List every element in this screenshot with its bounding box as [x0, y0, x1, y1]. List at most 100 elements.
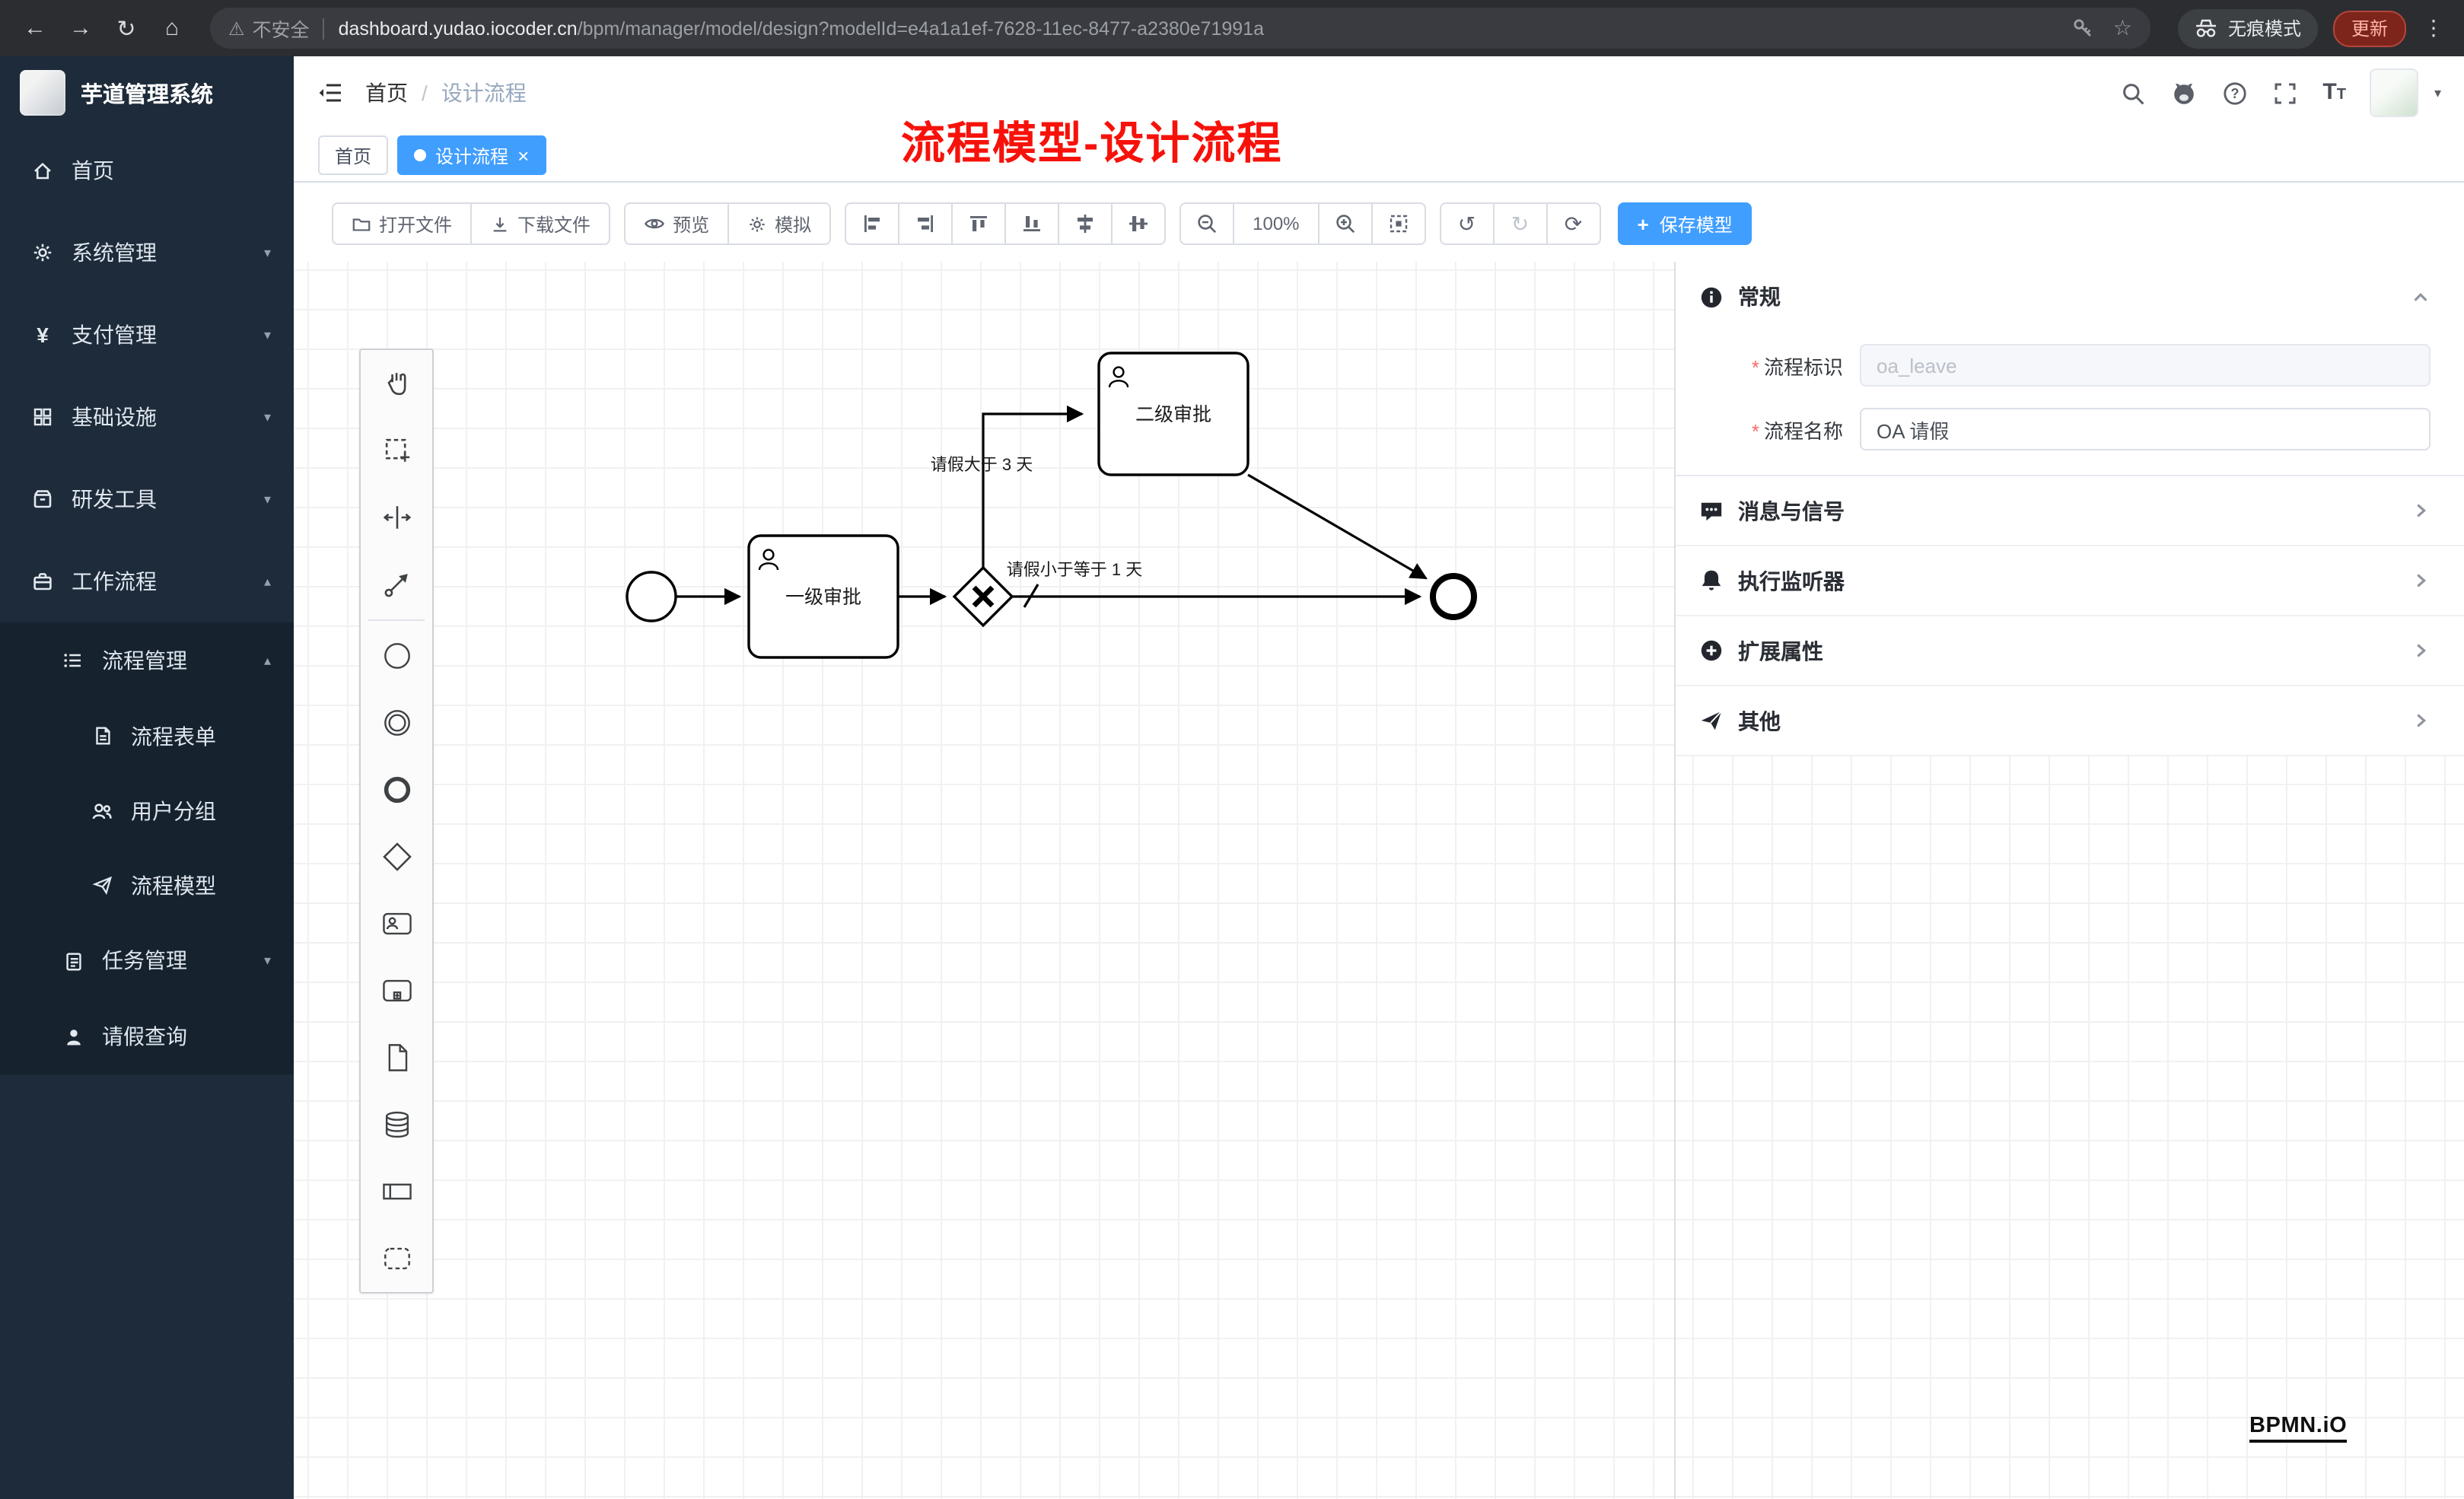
sidebar-label: 研发工具 [72, 487, 157, 511]
forward-icon[interactable]: → [69, 15, 92, 41]
bookmark-star-icon[interactable]: ☆ [2112, 15, 2132, 40]
zoom-reset-button[interactable] [1370, 202, 1426, 245]
restart-button[interactable]: ⟳ [1546, 202, 1601, 245]
sidebar-item-leave-query[interactable]: 请假查询 [0, 998, 294, 1074]
refresh-icon: ⟳ [1564, 211, 1583, 235]
hand-tool-icon[interactable] [361, 350, 432, 417]
sidebar-item-infrastructure[interactable]: 基础设施 ▾ [0, 376, 294, 458]
tab-close-icon[interactable]: × [517, 144, 530, 167]
flow-label-gt[interactable]: 请假大于 3 天 [931, 455, 1033, 474]
flow-task2-to-end[interactable] [1247, 473, 1428, 580]
start-event-icon[interactable] [361, 622, 432, 689]
zoom-out-button[interactable] [1179, 202, 1235, 245]
redo-button[interactable]: ↻ [1492, 202, 1548, 245]
chevron-down-icon: ▾ [263, 952, 271, 967]
update-button[interactable]: 更新 [2332, 10, 2406, 46]
preview-button[interactable]: 预览 [624, 202, 730, 245]
eye-icon [645, 218, 665, 229]
sidebar-item-process-management[interactable]: 流程管理 ▴ [0, 622, 294, 699]
sidebar-fold-icon[interactable] [317, 79, 344, 107]
search-icon[interactable] [2120, 80, 2146, 106]
logo-image [20, 70, 65, 116]
url-bar[interactable]: ⚠ 不安全 dashboard.yudao.iocoder.cn /bpm/ma… [210, 8, 2150, 49]
section-message-signal[interactable]: 消息与信号 [1676, 476, 2464, 546]
password-key-icon[interactable] [2072, 17, 2095, 40]
data-store-icon[interactable] [361, 1091, 432, 1158]
font-size-icon[interactable]: TT [2322, 79, 2346, 105]
data-object-icon[interactable] [361, 1024, 432, 1091]
align-center-vertical-button[interactable] [1111, 202, 1167, 245]
avatar[interactable] [2370, 68, 2419, 117]
back-icon[interactable]: ← [24, 15, 46, 41]
sidebar-item-payment[interactable]: ¥ 支付管理 ▾ [0, 294, 294, 376]
sidebar-item-home[interactable]: 首页 [0, 129, 294, 212]
section-execution-listener[interactable]: 执行监听器 [1676, 546, 2464, 616]
section-general[interactable]: 常规 [1676, 262, 2464, 332]
align-bottom-button[interactable] [1004, 202, 1060, 245]
default-flow-marker [1023, 584, 1039, 608]
tab-active-dot [414, 149, 427, 161]
breadcrumb-home[interactable]: 首页 [365, 81, 408, 105]
section-extended-attrs[interactable]: 扩展属性 [1676, 616, 2464, 686]
avatar-caret-icon[interactable]: ▾ [2434, 84, 2441, 100]
tab-bar: 首页 设计流程 × [294, 129, 2464, 183]
github-icon[interactable] [2170, 80, 2198, 106]
reload-icon[interactable]: ↻ [116, 16, 136, 42]
align-right-button[interactable] [898, 202, 953, 245]
global-connect-tool-icon[interactable] [361, 551, 432, 618]
sidebar-label: 请假查询 [102, 1024, 187, 1049]
flow-label-lte[interactable]: 请假小于等于 1 天 [1007, 560, 1142, 579]
app-logo[interactable]: 芋道管理系统 [0, 56, 294, 129]
zoom-in-button[interactable] [1317, 202, 1373, 245]
sidebar-item-task-management[interactable]: 任务管理 ▾ [0, 922, 294, 998]
start-event[interactable] [626, 571, 677, 622]
gateway-icon[interactable] [361, 823, 432, 890]
participant-icon[interactable] [361, 1158, 432, 1225]
open-file-button[interactable]: 打开文件 [332, 202, 473, 245]
chrome-menu-icon[interactable]: ⋮ [2423, 15, 2444, 40]
sidebar-item-system[interactable]: 系统管理 ▾ [0, 212, 294, 294]
section-other[interactable]: 其他 [1676, 686, 2464, 756]
simulate-button[interactable]: 模拟 [727, 202, 832, 245]
incognito-icon [2195, 19, 2216, 37]
download-file-button[interactable]: 下载文件 [470, 202, 611, 245]
task-first-approval[interactable]: 一级审批 [747, 534, 899, 659]
sidebar-item-user-group[interactable]: 用户分组 [0, 773, 294, 848]
sidebar-item-process-form[interactable]: 流程表单 [0, 699, 294, 773]
align-top-button[interactable] [951, 202, 1007, 245]
zoom-level[interactable]: 100% [1233, 202, 1320, 245]
main-area: 首页 / 设计流程 ? TT ▾ 首页 设计流程 × [294, 56, 2464, 1499]
exclusive-gateway[interactable] [952, 565, 1014, 628]
user-task-icon[interactable] [361, 890, 432, 957]
security-label[interactable]: 不安全 [252, 20, 310, 41]
space-tool-icon[interactable] [361, 484, 432, 551]
subprocess-icon[interactable] [361, 957, 432, 1024]
help-icon[interactable]: ? [2222, 80, 2248, 106]
intermediate-event-icon[interactable] [361, 689, 432, 756]
save-model-button[interactable]: + 保存模型 [1617, 202, 1752, 245]
plus-icon: + [1637, 212, 1649, 235]
end-event-icon[interactable] [361, 756, 432, 823]
group-icon[interactable] [361, 1225, 432, 1292]
fullscreen-icon[interactable] [2272, 80, 2298, 106]
align-center-horizontal-button[interactable] [1058, 202, 1113, 245]
sidebar-item-devtools[interactable]: 研发工具 ▾ [0, 458, 294, 540]
tab-design-process[interactable]: 设计流程 × [397, 135, 546, 175]
task-second-approval[interactable]: 二级审批 [1097, 352, 1250, 476]
properties-panel: 常规 *流程标识 *流程名称 [1674, 262, 2464, 1499]
flow-gateway-to-task2[interactable] [982, 405, 1084, 568]
designer-toolbar: 打开文件 下载文件 预览 模拟 [294, 183, 2464, 262]
tab-home[interactable]: 首页 [318, 135, 389, 175]
process-name-input[interactable] [1860, 408, 2431, 450]
home-icon[interactable]: ⌂ [164, 15, 180, 41]
process-key-input[interactable] [1860, 344, 2431, 387]
sidebar-item-workflow[interactable]: 工作流程 ▴ [0, 540, 294, 622]
align-left-button[interactable] [845, 202, 900, 245]
bpmn-canvas[interactable]: 一级审批 二级审批 [294, 262, 2464, 1499]
undo-button[interactable]: ↺ [1439, 202, 1495, 245]
lasso-tool-icon[interactable] [361, 417, 432, 484]
end-event[interactable] [1430, 573, 1477, 620]
sidebar-item-process-model[interactable]: 流程模型 [0, 848, 294, 922]
bpmn-io-logo[interactable]: BPMN.iO [2249, 1414, 2348, 1443]
